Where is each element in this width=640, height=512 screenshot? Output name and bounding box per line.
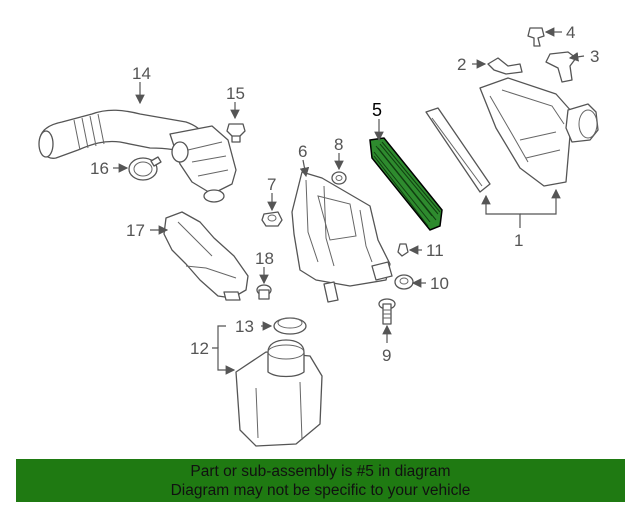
leader-3 [568, 52, 585, 62]
parts-diagram: 14 15 16 17 6 7 8 18 13 12 5 11 10 9 1 2… [38, 23, 599, 447]
air-filter-element-part[interactable] [369, 137, 443, 231]
callout-8: 8 [334, 135, 343, 154]
bracket-2-part[interactable] [487, 57, 523, 75]
callout-6: 6 [298, 142, 307, 161]
vehicle-notice-banner: Part or sub-assembly is #5 in diagram Di… [16, 459, 625, 502]
banner-line-2: Diagram may not be specific to your vehi… [170, 482, 471, 499]
callout-2: 2 [457, 55, 466, 74]
callout-12: 12 [190, 339, 209, 358]
callout-13: 13 [235, 317, 254, 336]
callout-17: 17 [126, 221, 145, 240]
callout-4: 4 [566, 23, 575, 42]
callout-11: 11 [426, 241, 444, 260]
screw-4-part[interactable] [527, 27, 545, 47]
push-clip-part[interactable] [226, 123, 246, 143]
leader-12a [212, 347, 236, 375]
callout-15: 15 [226, 84, 245, 103]
clip-11-part[interactable] [397, 243, 409, 257]
hose-clamp-part[interactable] [128, 156, 162, 181]
callout-10: 10 [430, 274, 449, 293]
intake-duct-part[interactable] [38, 109, 237, 203]
callout-14: 14 [132, 64, 151, 83]
callout-7: 7 [267, 175, 276, 194]
callout-18: 18 [255, 249, 274, 268]
air-guide-part[interactable] [163, 211, 249, 301]
sensor-3-part[interactable] [545, 51, 577, 83]
grommet-10-part[interactable] [394, 274, 414, 290]
banner-line-1: Part or sub-assembly is #5 in diagram [190, 463, 451, 480]
resonator-part[interactable] [235, 339, 323, 447]
callout-16: 16 [90, 159, 109, 178]
bolt-9-part[interactable] [378, 298, 396, 325]
bolt-18-part[interactable] [256, 284, 272, 300]
callout-1: 1 [514, 231, 523, 250]
upper-case-part[interactable] [425, 77, 599, 193]
callout-5: 5 [372, 100, 382, 120]
grommet-part[interactable] [261, 211, 283, 227]
lower-case-part[interactable] [291, 171, 393, 303]
clamp-13-part[interactable] [273, 317, 307, 335]
callout-lines [113, 27, 585, 375]
leader-6 [299, 159, 310, 178]
callout-3: 3 [590, 47, 599, 66]
callout-numbers: 14 15 16 17 6 7 8 18 13 12 5 11 10 9 1 2… [90, 23, 599, 365]
callout-9: 9 [382, 346, 391, 365]
leader-12b [217, 325, 226, 348]
washer-part[interactable] [331, 171, 347, 185]
leader-1b [520, 188, 561, 215]
leader-1a [481, 194, 521, 228]
